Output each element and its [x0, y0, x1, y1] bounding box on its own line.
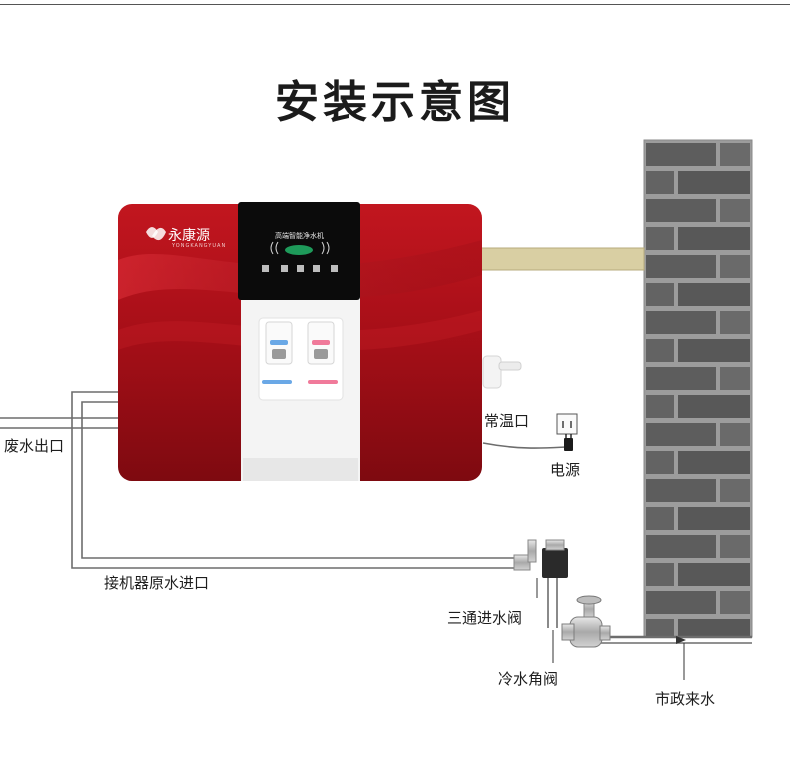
three-way-valve [513, 539, 568, 578]
brand-name: 永康源 [168, 228, 210, 244]
flow-arrow-icon [676, 636, 686, 644]
label-raw-water-inlet: 接机器原水进口 [104, 574, 210, 592]
panel-title: 高端智能净水机 [275, 232, 324, 240]
brand-tagline: YONGKANGYUAN [172, 243, 227, 249]
top-divider [0, 4, 790, 5]
label-power: 电源 [550, 461, 581, 479]
leader-lines [536, 578, 685, 680]
label-municipal-water: 市政来水 [655, 690, 716, 708]
label-three-way-valve: 三通进水阀 [447, 609, 523, 627]
label-room-temp-outlet: 常温口 [484, 412, 530, 430]
page-title: 安装示意图 [275, 77, 515, 128]
room-temp-faucet [482, 355, 522, 389]
power-socket [556, 413, 578, 435]
wall-bracket [480, 247, 645, 271]
brand-logo-icon [146, 227, 166, 241]
power-plug-icon [564, 434, 573, 451]
label-cold-angle-valve: 冷水角阀 [498, 670, 559, 688]
label-waste-water-outlet: 废水出口 [4, 437, 65, 455]
brick-wall [643, 139, 753, 638]
angle-valve [561, 595, 611, 648]
water-purifier [118, 202, 482, 481]
